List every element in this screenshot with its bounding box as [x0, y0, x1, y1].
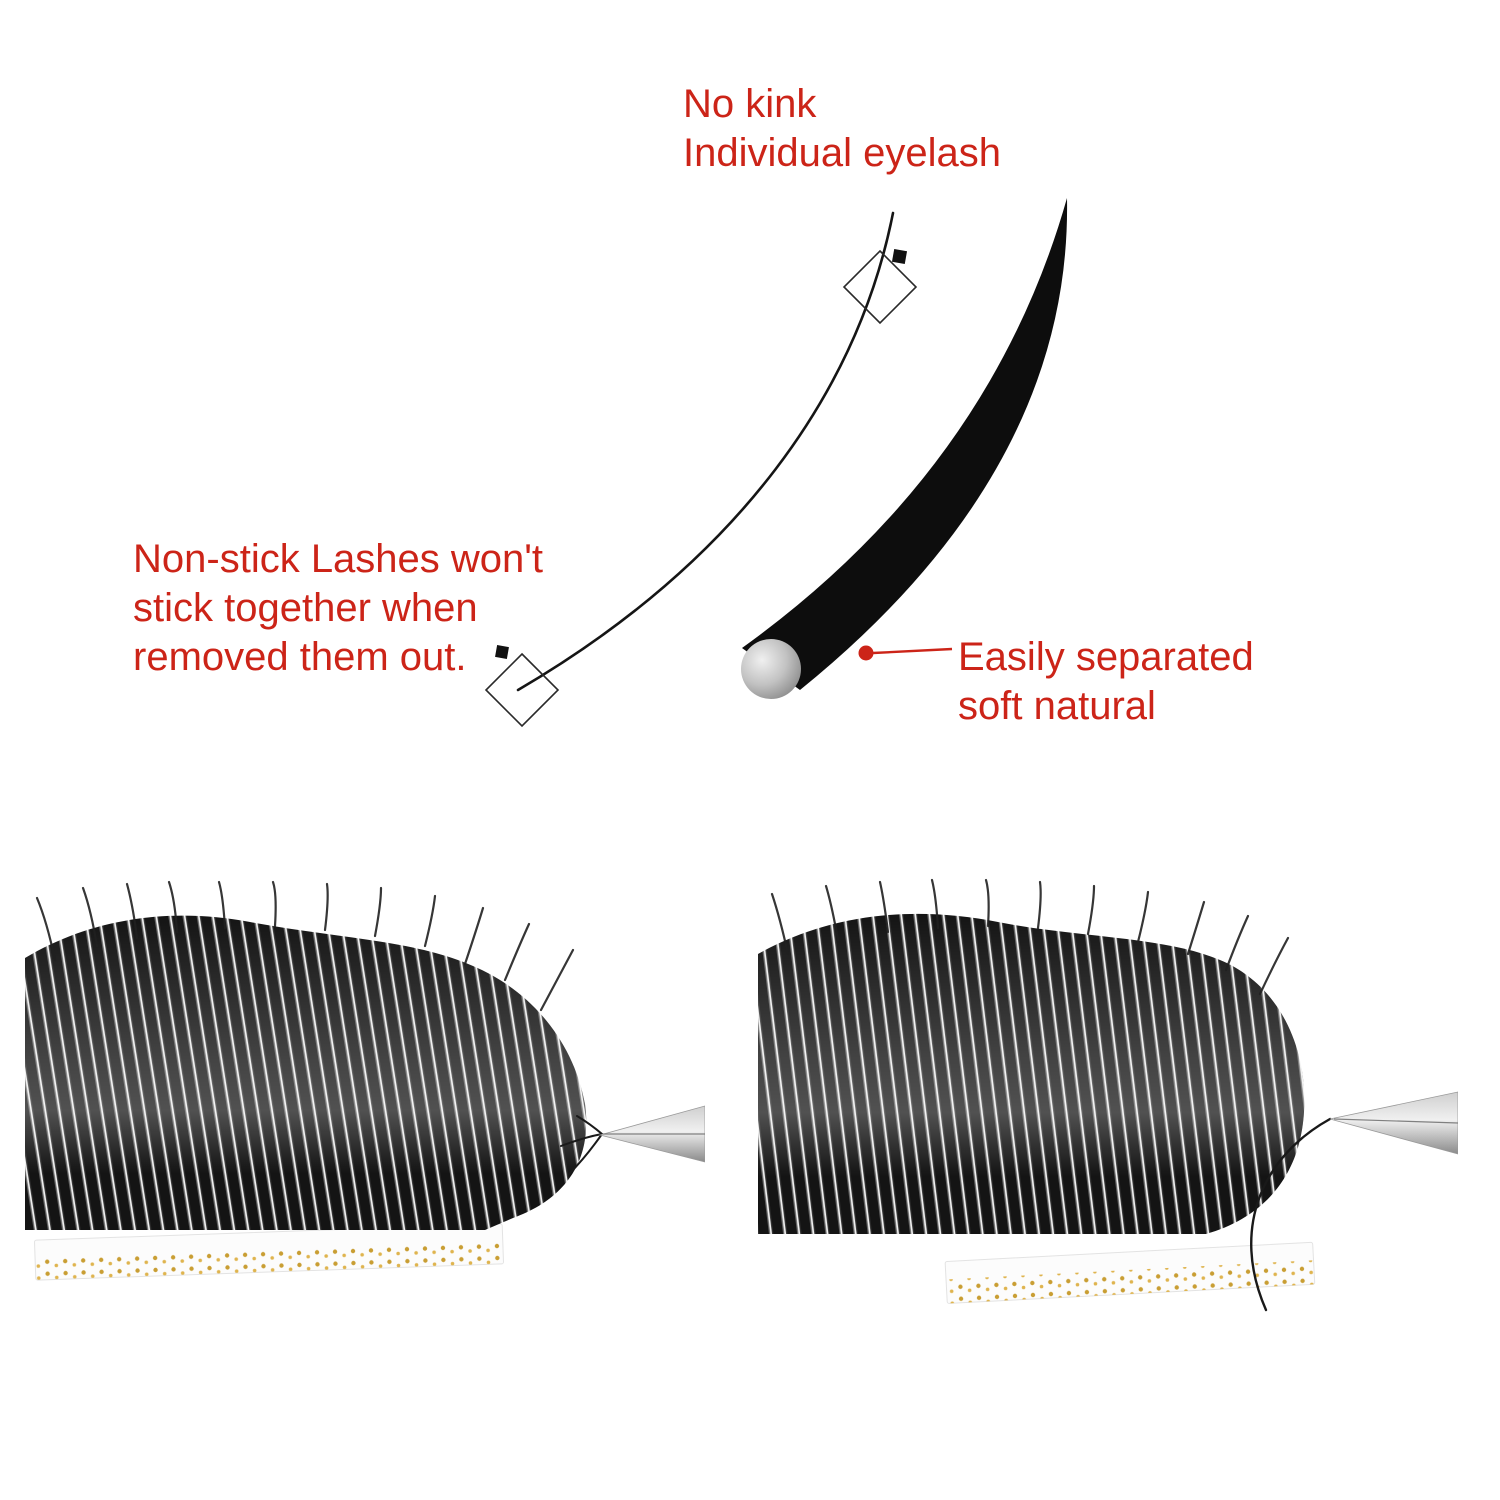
- lash-band-sheen: [758, 913, 1305, 1234]
- lash-tape-strip: [944, 1241, 1316, 1304]
- callout-line: stick together when: [133, 585, 478, 630]
- lash-tray-photo-right: [758, 878, 1458, 1312]
- callout-line: removed them out.: [133, 634, 467, 679]
- lash-wisps: [770, 878, 1290, 996]
- callout-no-kink: No kink Individual eyelash: [683, 80, 1001, 178]
- thick-lash-curve: [742, 198, 1068, 690]
- tweezers-icon: [1329, 1091, 1458, 1155]
- callout-leader-line: [872, 647, 953, 655]
- pulled-lash-strands: [560, 1115, 603, 1175]
- single-lash-illustration: [484, 198, 1068, 728]
- tweezers-icon: [598, 1105, 705, 1163]
- lash-band-sheen: [25, 915, 587, 1230]
- callout-line: soft natural: [958, 683, 1156, 728]
- callout-non-stick: Non-stick Lashes won't stick together wh…: [133, 535, 543, 681]
- lash-base-cap: [741, 639, 801, 699]
- magnifier-marker-bottom: [484, 645, 560, 728]
- callout-line: No kink: [683, 82, 817, 126]
- callout-line: Individual eyelash: [683, 130, 1001, 175]
- lash-tape-strip: [34, 1223, 504, 1281]
- magnifier-marker-top: [842, 248, 918, 325]
- callout-line: Non-stick Lashes won't: [133, 537, 544, 581]
- callout-easily-separated: Easily separated soft natural: [958, 633, 1254, 731]
- thin-lash-curve: [516, 211, 895, 692]
- callout-line: Easily separated: [958, 635, 1254, 679]
- pulled-single-lash: [1250, 1117, 1332, 1312]
- lash-wisps: [35, 880, 575, 1012]
- callout-dot: [858, 645, 874, 661]
- lash-tray-photo-left: [25, 880, 705, 1281]
